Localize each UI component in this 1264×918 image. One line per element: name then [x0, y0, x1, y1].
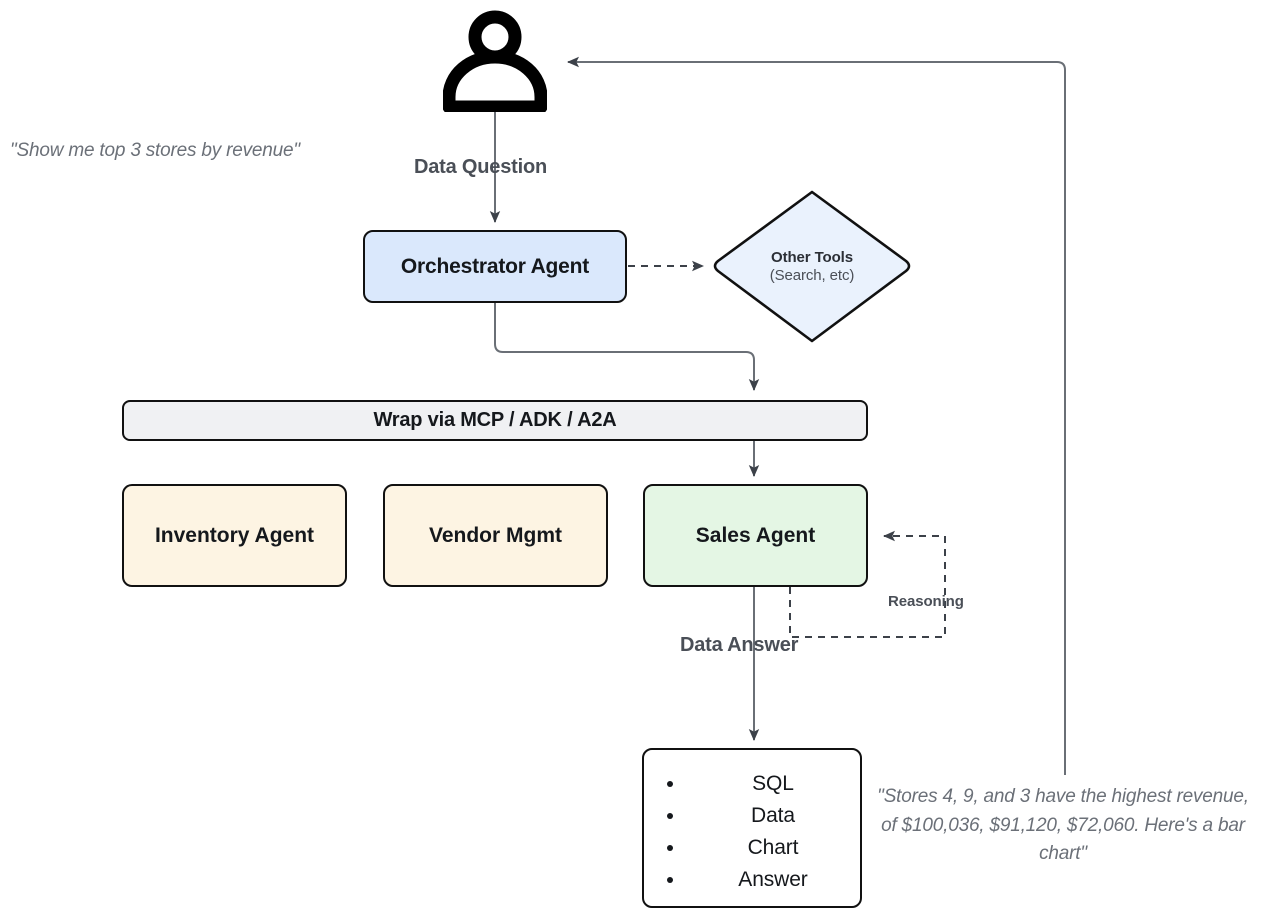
output-artifacts-box[interactable]: SQL Data Chart Answer	[642, 748, 862, 908]
user-person-icon	[442, 8, 548, 114]
list-item: Answer	[686, 864, 860, 896]
orchestrator-agent-label: Orchestrator Agent	[400, 254, 590, 278]
vendor-mgmt-node[interactable]: Vendor Mgmt	[383, 484, 608, 587]
list-item: SQL	[686, 768, 860, 800]
edge-label-reasoning: Reasoning	[888, 593, 964, 610]
inventory-agent-node[interactable]: Inventory Agent	[122, 484, 347, 587]
list-item: Chart	[686, 832, 860, 864]
sales-agent-node[interactable]: Sales Agent	[643, 484, 868, 587]
other-tools-label-group: Other Tools (Search, etc)	[712, 236, 912, 298]
orchestrator-agent-node[interactable]: Orchestrator Agent	[363, 230, 627, 303]
edge-label-data-question: Data Question	[414, 156, 547, 178]
edge-label-data-answer: Data Answer	[680, 634, 799, 656]
other-tools-label: Other Tools	[771, 248, 853, 266]
mcp-wrap-bar-label: Wrap via MCP / ADK / A2A	[373, 409, 617, 431]
user-question-quote: "Show me top 3 stores by revenue"	[10, 140, 300, 161]
mcp-wrap-bar-node[interactable]: Wrap via MCP / ADK / A2A	[122, 400, 868, 441]
sales-agent-label: Sales Agent	[695, 523, 816, 547]
agent-answer-quote: "Stores 4, 9, and 3 have the highest rev…	[877, 786, 1249, 864]
edge-orchestrator-to-mcp	[494, 303, 760, 391]
inventory-agent-label: Inventory Agent	[154, 523, 315, 547]
list-item: Data	[686, 800, 860, 832]
output-artifacts-list: SQL Data Chart Answer	[670, 768, 860, 896]
vendor-mgmt-label: Vendor Mgmt	[428, 523, 562, 547]
other-tools-sublabel: (Search, etc)	[769, 267, 855, 284]
